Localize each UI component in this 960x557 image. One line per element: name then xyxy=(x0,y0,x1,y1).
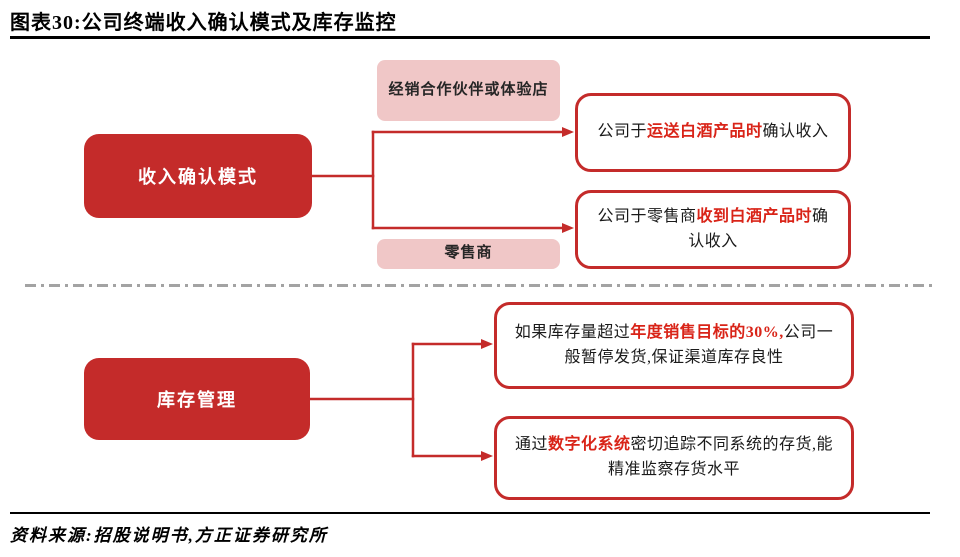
revenue-outcome-on-receipt: 公司于零售商收到白酒产品时确认收入 xyxy=(575,190,851,269)
source-top-rule xyxy=(10,512,930,514)
section-divider-dashed-line xyxy=(25,284,935,287)
inventory-root-node: 库存管理 xyxy=(84,358,310,440)
figure-title: 图表30:公司终端收入确认模式及库存监控 xyxy=(10,12,397,34)
revenue-outcome-on-delivery: 公司于运送白酒产品时确认收入 xyxy=(575,93,851,172)
channel-retailer-node: 零售商 xyxy=(377,239,560,269)
channel-distribution-partner-node: 经销合作伙伴或体验店 xyxy=(377,60,560,121)
title-underline xyxy=(10,36,930,39)
inventory-outcome-digital-system: 通过数字化系统密切追踪不同系统的存货,能精准监察存货水平 xyxy=(494,416,854,500)
source-note: 资料来源:招股说明书,方正证券研究所 xyxy=(10,526,328,545)
inventory-outcome-threshold: 如果库存量超过年度销售目标的30%,公司一般暂停发货,保证渠道库存良性 xyxy=(494,302,854,389)
revenue-root-node: 收入确认模式 xyxy=(84,134,312,218)
